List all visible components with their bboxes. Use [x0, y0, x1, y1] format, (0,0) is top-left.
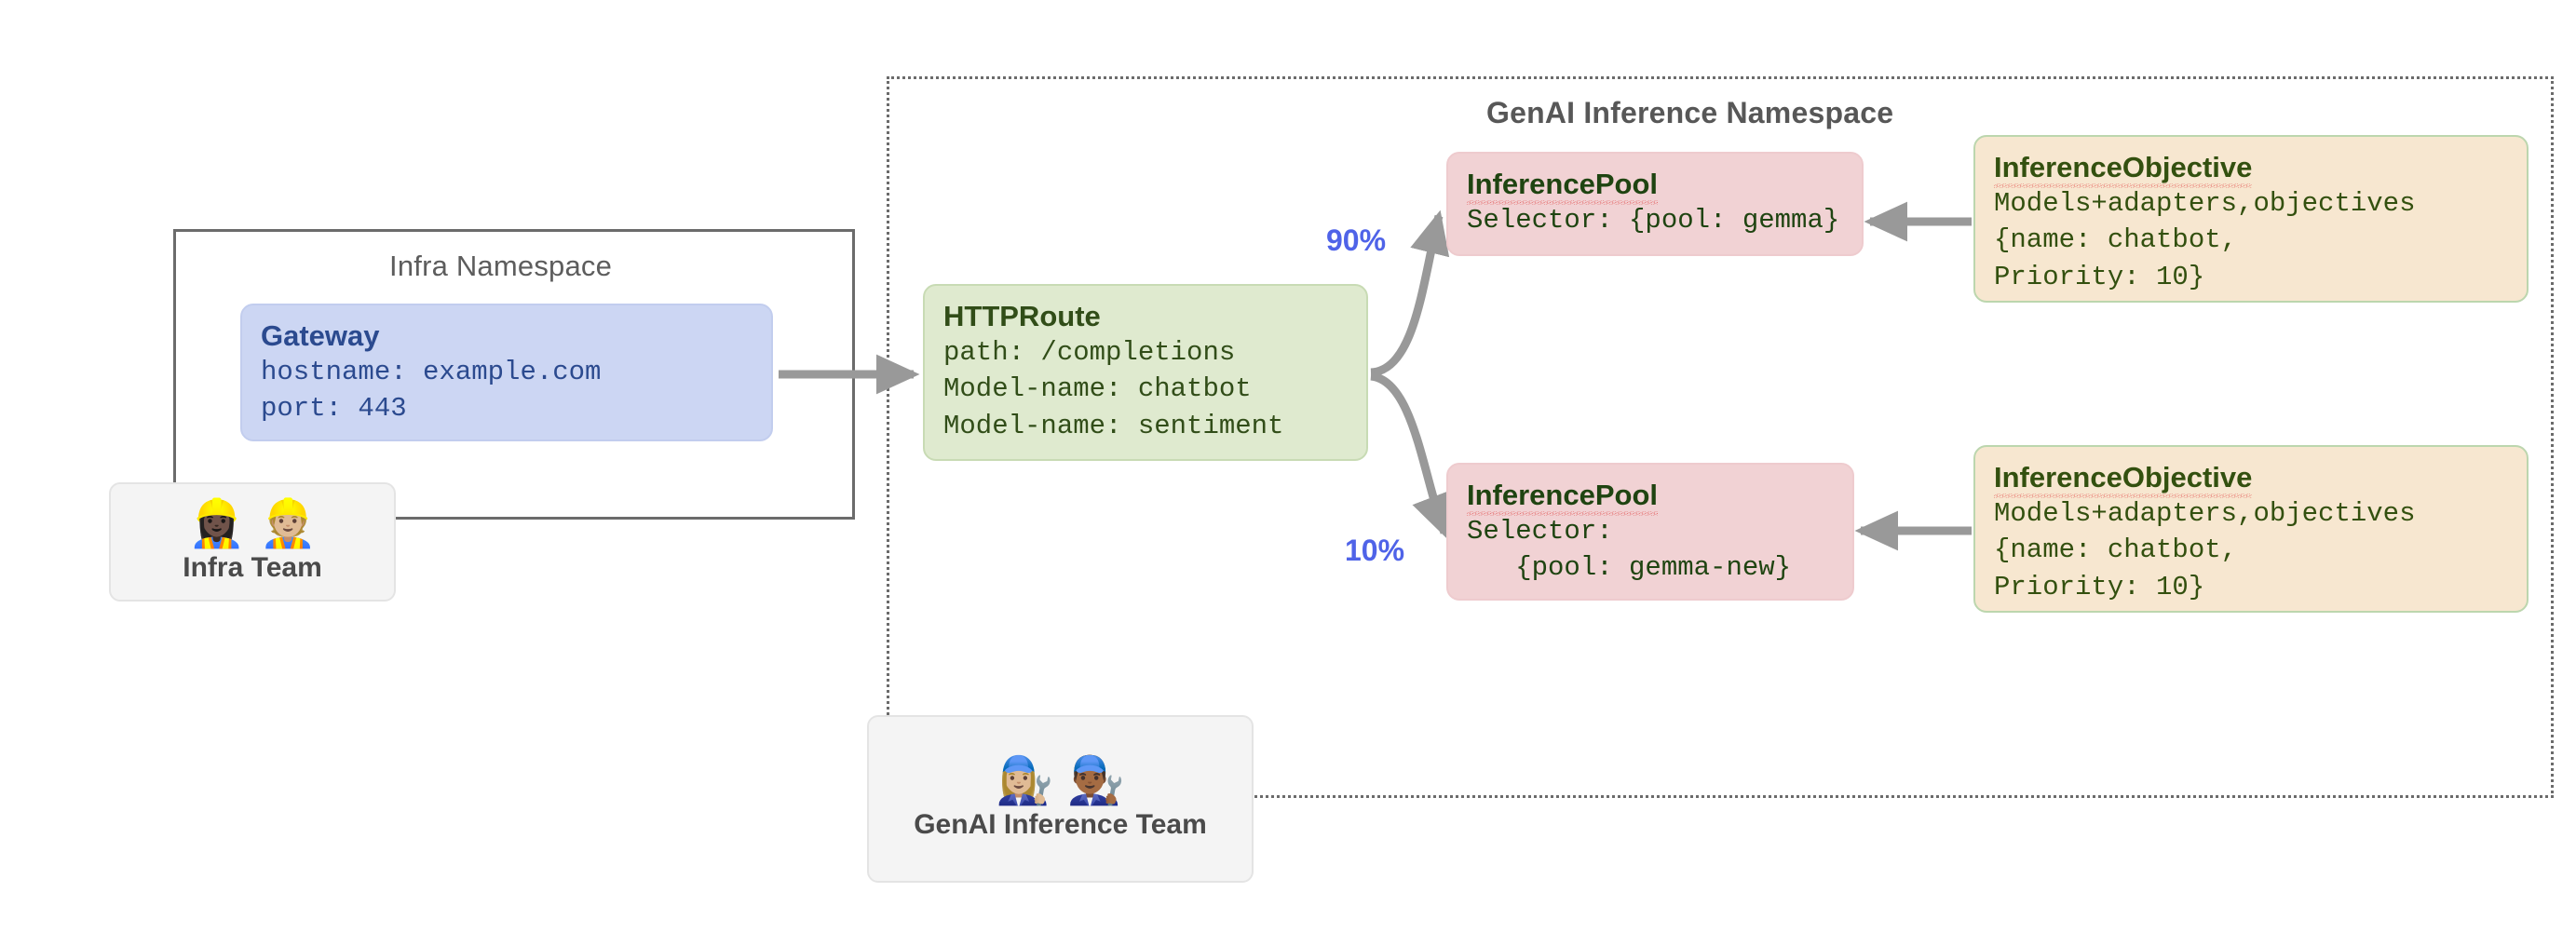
gateway-card[interactable]: Gateway hostname: example.com port: 443: [240, 304, 773, 441]
gateway-line-hostname: hostname: example.com: [261, 356, 602, 387]
genai-team-label: GenAI Inference Team: [914, 809, 1207, 840]
inferenceobjective-line-models: Models+adapters,objectives: [1994, 187, 2416, 219]
inferencepool-title: InferencePool: [1467, 167, 1843, 205]
infra-namespace-title: Infra Namespace: [389, 250, 613, 282]
httproute-title: HTTPRoute: [943, 300, 1101, 332]
gateway-title: Gateway: [261, 319, 380, 352]
inferencepool-title-text: InferencePool: [1467, 479, 1658, 516]
inferencepool-title-text: InferencePool: [1467, 168, 1658, 205]
infra-team-people-icon: 👷🏿‍♀️👷🏼: [187, 496, 331, 550]
inferencepool-selector-value: {pool: gemma-new}: [1467, 552, 1792, 584]
inferenceobjective-title-text: InferenceObjective: [1994, 151, 2253, 188]
inferenceobjective-line-priority: Priority: 10}: [1994, 571, 2205, 602]
httproute-line-path: path: /completions: [943, 336, 1236, 368]
inferencepool-selector: Selector: {pool: gemma}: [1467, 204, 1840, 236]
inferenceobjective-line-models: Models+adapters,objectives: [1994, 497, 2416, 529]
httproute-line-model-chatbot: Model-name: chatbot: [943, 373, 1252, 405]
inferenceobjective-title: InferenceObjective: [1994, 460, 2508, 498]
infra-team-card[interactable]: 👷🏿‍♀️👷🏼 Infra Team: [109, 482, 396, 602]
httproute-line-model-sentiment: Model-name: sentiment: [943, 410, 1284, 441]
genai-namespace-box: [887, 76, 2554, 798]
inferenceobjective-card-1[interactable]: InferenceObjective Models+adapters,objec…: [1973, 135, 2529, 303]
inferencepool-selector-label: Selector:: [1467, 515, 1613, 547]
inferencepool-card-gemma[interactable]: InferencePool Selector: {pool: gemma}: [1446, 152, 1864, 256]
httproute-card[interactable]: HTTPRoute path: /completions Model-name:…: [923, 284, 1368, 461]
inferenceobjective-line-name: {name: chatbot,: [1994, 224, 2238, 256]
inferenceobjective-title-text: InferenceObjective: [1994, 461, 2253, 498]
inferenceobjective-card-2[interactable]: InferenceObjective Models+adapters,objec…: [1973, 445, 2529, 613]
genai-team-people-icon: 👩🏼‍🔧👨🏾‍🔧: [996, 753, 1138, 807]
weight-label-90: 90%: [1326, 223, 1387, 257]
infra-team-label: Infra Team: [183, 552, 322, 583]
weight-label-10: 10%: [1345, 534, 1405, 567]
inferenceobjective-line-name: {name: chatbot,: [1994, 534, 2238, 566]
gateway-line-port: port: 443: [261, 393, 407, 425]
inferencepool-card-gemma-new[interactable]: InferencePool Selector: {pool: gemma-new…: [1446, 463, 1854, 601]
genai-namespace-title: GenAI Inference Namespace: [1486, 96, 1894, 129]
inferenceobjective-line-priority: Priority: 10}: [1994, 261, 2205, 292]
genai-team-card[interactable]: 👩🏼‍🔧👨🏾‍🔧 GenAI Inference Team: [867, 715, 1254, 883]
inferenceobjective-title: InferenceObjective: [1994, 150, 2508, 188]
inferencepool-title: InferencePool: [1467, 478, 1834, 516]
